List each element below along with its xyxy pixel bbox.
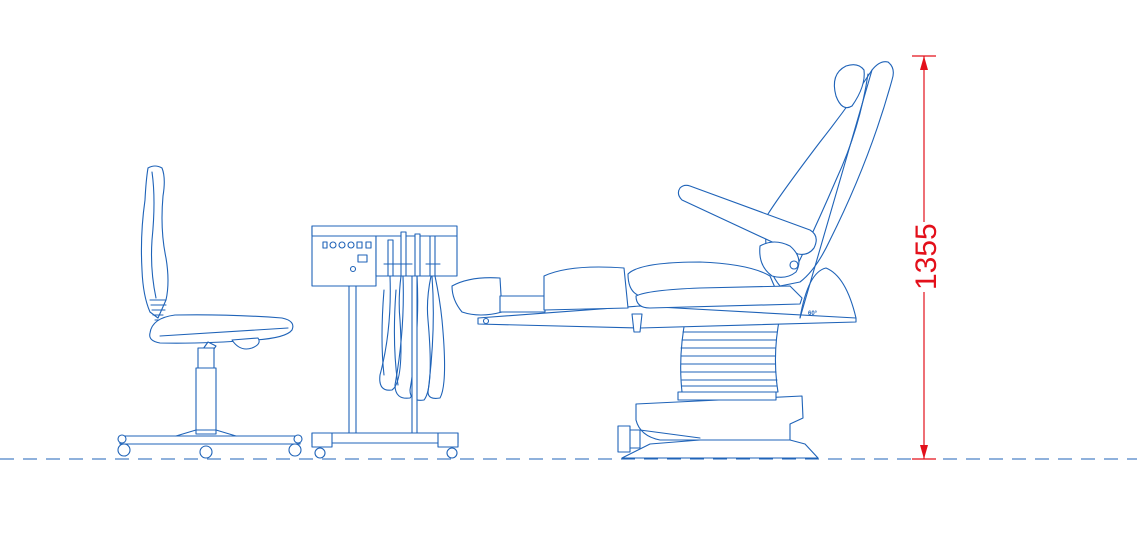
dimension-arrow-bottom	[920, 445, 928, 459]
chair-legrest-end	[451, 277, 503, 316]
stool-backrest	[140, 165, 169, 319]
chair-armrest	[677, 184, 817, 255]
cart-caster	[446, 447, 458, 459]
operator-stool	[117, 165, 303, 459]
stool-column	[195, 367, 217, 435]
stool-base	[119, 435, 301, 445]
stool-caster	[199, 445, 213, 459]
dimension-label: 1355	[910, 223, 943, 290]
stool-seat	[149, 314, 294, 344]
chair-angle-arc	[799, 267, 857, 319]
stool-backrest-contour	[150, 171, 157, 299]
chair-base	[635, 395, 804, 441]
chair-bellows	[680, 315, 781, 393]
cart-caster	[314, 447, 326, 459]
cart-stand	[348, 285, 357, 437]
chair-floor-plate	[621, 439, 819, 459]
stool-column-top	[197, 347, 215, 369]
dental-chair: 60°	[451, 61, 894, 459]
height-dimension: 1355	[910, 55, 943, 460]
dimension-arrow-top	[920, 56, 928, 70]
angle-label: 60°	[808, 311, 818, 317]
chair-armrest-pivot	[759, 241, 800, 278]
cart-base	[311, 432, 459, 444]
chair-legrest	[543, 266, 629, 311]
chair-foot-control	[617, 425, 631, 453]
chair-headrest	[833, 64, 865, 109]
stool-caster	[288, 443, 302, 457]
stool-caster	[117, 443, 131, 457]
delivery-cart	[311, 225, 459, 459]
chair-angle-line	[799, 69, 873, 319]
cart-control-icons	[322, 241, 372, 273]
